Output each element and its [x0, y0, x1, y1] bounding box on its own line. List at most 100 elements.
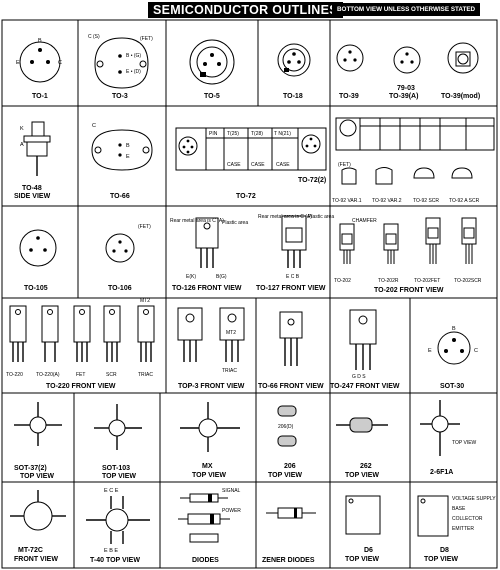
- package-to39: TO-39 79-03 TO-39(A) TO-39(mod): [336, 42, 480, 100]
- to3-pin-e: E • (D): [126, 69, 141, 75]
- s206-d: 206(D): [278, 424, 294, 430]
- to92ascr-label: TO-92 A SCR: [449, 198, 480, 204]
- to202scr-label: TO-202SCR: [454, 278, 482, 284]
- package-to106: (FET) TO-106: [105, 224, 151, 292]
- svg-text:K: K: [20, 126, 24, 132]
- package-to126: Rear metal area is C (A) Plastic area E(…: [170, 217, 248, 292]
- mt72c-front: FRONT VIEW: [14, 556, 58, 563]
- to202fet-label: TO-202FET: [414, 278, 440, 284]
- diodes-label: DIODES: [192, 557, 219, 564]
- package-to3: C (S) B • (G) E • (D) (FET) TO-3: [88, 34, 153, 100]
- diodes-signal: SIGNAL: [222, 488, 241, 494]
- to39-label: TO-39: [339, 93, 359, 100]
- d8-label: D8: [440, 547, 449, 554]
- to66-label: TO-66: [110, 193, 130, 200]
- d8-voltage: VOLTAGE SUPPLY: [452, 496, 496, 502]
- to220-label: TO-220: [6, 372, 23, 378]
- package-to105: TO-105: [19, 229, 57, 292]
- to72-pin-hdr: PIN: [209, 131, 218, 137]
- to72-case-1: CASE: [227, 162, 241, 168]
- to3-pin-b: B • (G): [126, 53, 141, 59]
- package-d6: D6 TOP VIEW: [345, 495, 381, 563]
- to127-plastic: Plastic area: [308, 214, 334, 220]
- svg-text:E C E: E C E: [104, 488, 119, 494]
- to92var2-label: TO-92 VAR.2: [372, 198, 402, 204]
- d8-base: BASE: [452, 506, 466, 512]
- svg-text:E B E: E B E: [104, 548, 118, 554]
- sot103-label: SOT-103: [102, 465, 130, 472]
- to3-fet: (FET): [140, 36, 153, 42]
- s262-label: 262: [360, 463, 372, 470]
- package-to5: TO-5: [189, 39, 235, 100]
- package-zener: ZENER DIODES: [262, 507, 316, 564]
- to1-outline: [19, 41, 61, 83]
- mx-topview: TOP VIEW: [192, 472, 226, 479]
- package-sot372: SOT-37(2) TOP VIEW: [14, 402, 62, 480]
- to220-fet: FET: [76, 372, 85, 378]
- f2-topview-side: TOP VIEW: [452, 440, 477, 446]
- to202-front-label: TO-202 FRONT VIEW: [374, 287, 444, 294]
- to105-label: TO-105: [24, 285, 48, 292]
- to3-label: TO-3: [112, 93, 128, 100]
- to48-label: TO-48: [22, 185, 42, 192]
- d6-label: D6: [364, 547, 373, 554]
- to126-rear: Rear metal area is C (A): [170, 218, 224, 224]
- top3-label: TOP-3 FRONT VIEW: [178, 383, 245, 390]
- mx-label: MX: [202, 463, 213, 470]
- page-subtitle: BOTTOM VIEW UNLESS OTHERWISE STATED: [332, 3, 481, 16]
- svg-text:E: E: [16, 60, 20, 66]
- to92-fet: (FET): [338, 162, 351, 168]
- to202r-label: TO-202R: [378, 278, 399, 284]
- package-diodes: SIGNAL POWER DIODES: [178, 488, 241, 564]
- package-2-6f1a: TOP VIEW 2-6F1A: [420, 400, 477, 476]
- d6-topview: TOP VIEW: [345, 556, 379, 563]
- to126-label: TO-126 FRONT VIEW: [172, 285, 242, 292]
- package-d8: VOLTAGE SUPPLY BASE COLLECTOR EMITTER D8…: [417, 495, 496, 563]
- to72-case-2: CASE: [251, 162, 265, 168]
- f2-label: 2-6F1A: [430, 469, 453, 476]
- sot30-label: SOT-30: [440, 383, 464, 390]
- svg-text:E: E: [428, 348, 432, 354]
- sot372-label: SOT-37(2): [14, 465, 47, 472]
- svg-text:E C B: E C B: [286, 274, 300, 280]
- s206-label: 206: [284, 463, 296, 470]
- to39a-label: TO-39(A): [389, 93, 418, 100]
- to48-side: SIDE VIEW: [14, 193, 51, 200]
- svg-text:C: C: [92, 123, 96, 129]
- s206-topview: TOP VIEW: [268, 472, 302, 479]
- package-top3: MT2 TRIAC TOP-3 FRONT VIEW: [177, 307, 245, 390]
- package-to66-front: TO-66 FRONT VIEW: [258, 311, 324, 390]
- top3-mt2: MT2: [226, 330, 236, 336]
- sot103-topview: TOP VIEW: [102, 473, 136, 480]
- svg-text:C: C: [58, 60, 62, 66]
- svg-text:B: B: [38, 38, 42, 44]
- to39mod-label: TO-39(mod): [441, 93, 480, 100]
- package-206: 206(D) 206 TOP VIEW: [268, 405, 302, 479]
- package-to66: CBE TO-66: [91, 123, 153, 200]
- to127-label: TO-127 FRONT VIEW: [256, 285, 326, 292]
- svg-text:E(K): E(K): [186, 274, 196, 280]
- to72-tn21: T N(21): [274, 131, 291, 137]
- to220a-label: TO-220(A): [36, 372, 60, 378]
- svg-text:C: C: [474, 348, 478, 354]
- to72-t25: T(25): [227, 131, 239, 137]
- svg-text:E: E: [126, 154, 130, 160]
- package-to202: CHAMFER TO-202 TO-202R TO-202FET TO-202S…: [334, 217, 482, 294]
- top3-triac: TRIAC: [222, 368, 237, 374]
- package-to72: PIN T(25) T(28) T N(21) CASE CASE CASE T…: [175, 127, 327, 200]
- to18-label: TO-18: [283, 93, 303, 100]
- to72-t28: T(28): [251, 131, 263, 137]
- svg-text:A: A: [20, 142, 24, 148]
- to220-scr: SCR: [106, 372, 117, 378]
- page-header: SEMICONDUCTOR OUTLINES BOTTOM VIEW UNLES…: [0, 0, 500, 20]
- package-to220: MT2 TO-220 TO-220(A) FET SCR TRIAC TO-22…: [6, 298, 155, 390]
- to72-label: TO-72: [236, 193, 256, 200]
- to722-label: TO-72(2): [298, 177, 326, 184]
- package-t40: E C EE B E T-40 TOP VIEW: [86, 488, 150, 564]
- diodes-power: POWER: [222, 508, 241, 514]
- to66-front-label: TO-66 FRONT VIEW: [258, 383, 324, 390]
- to72-case-3: CASE: [276, 162, 290, 168]
- to247-pins: G D S: [352, 374, 366, 380]
